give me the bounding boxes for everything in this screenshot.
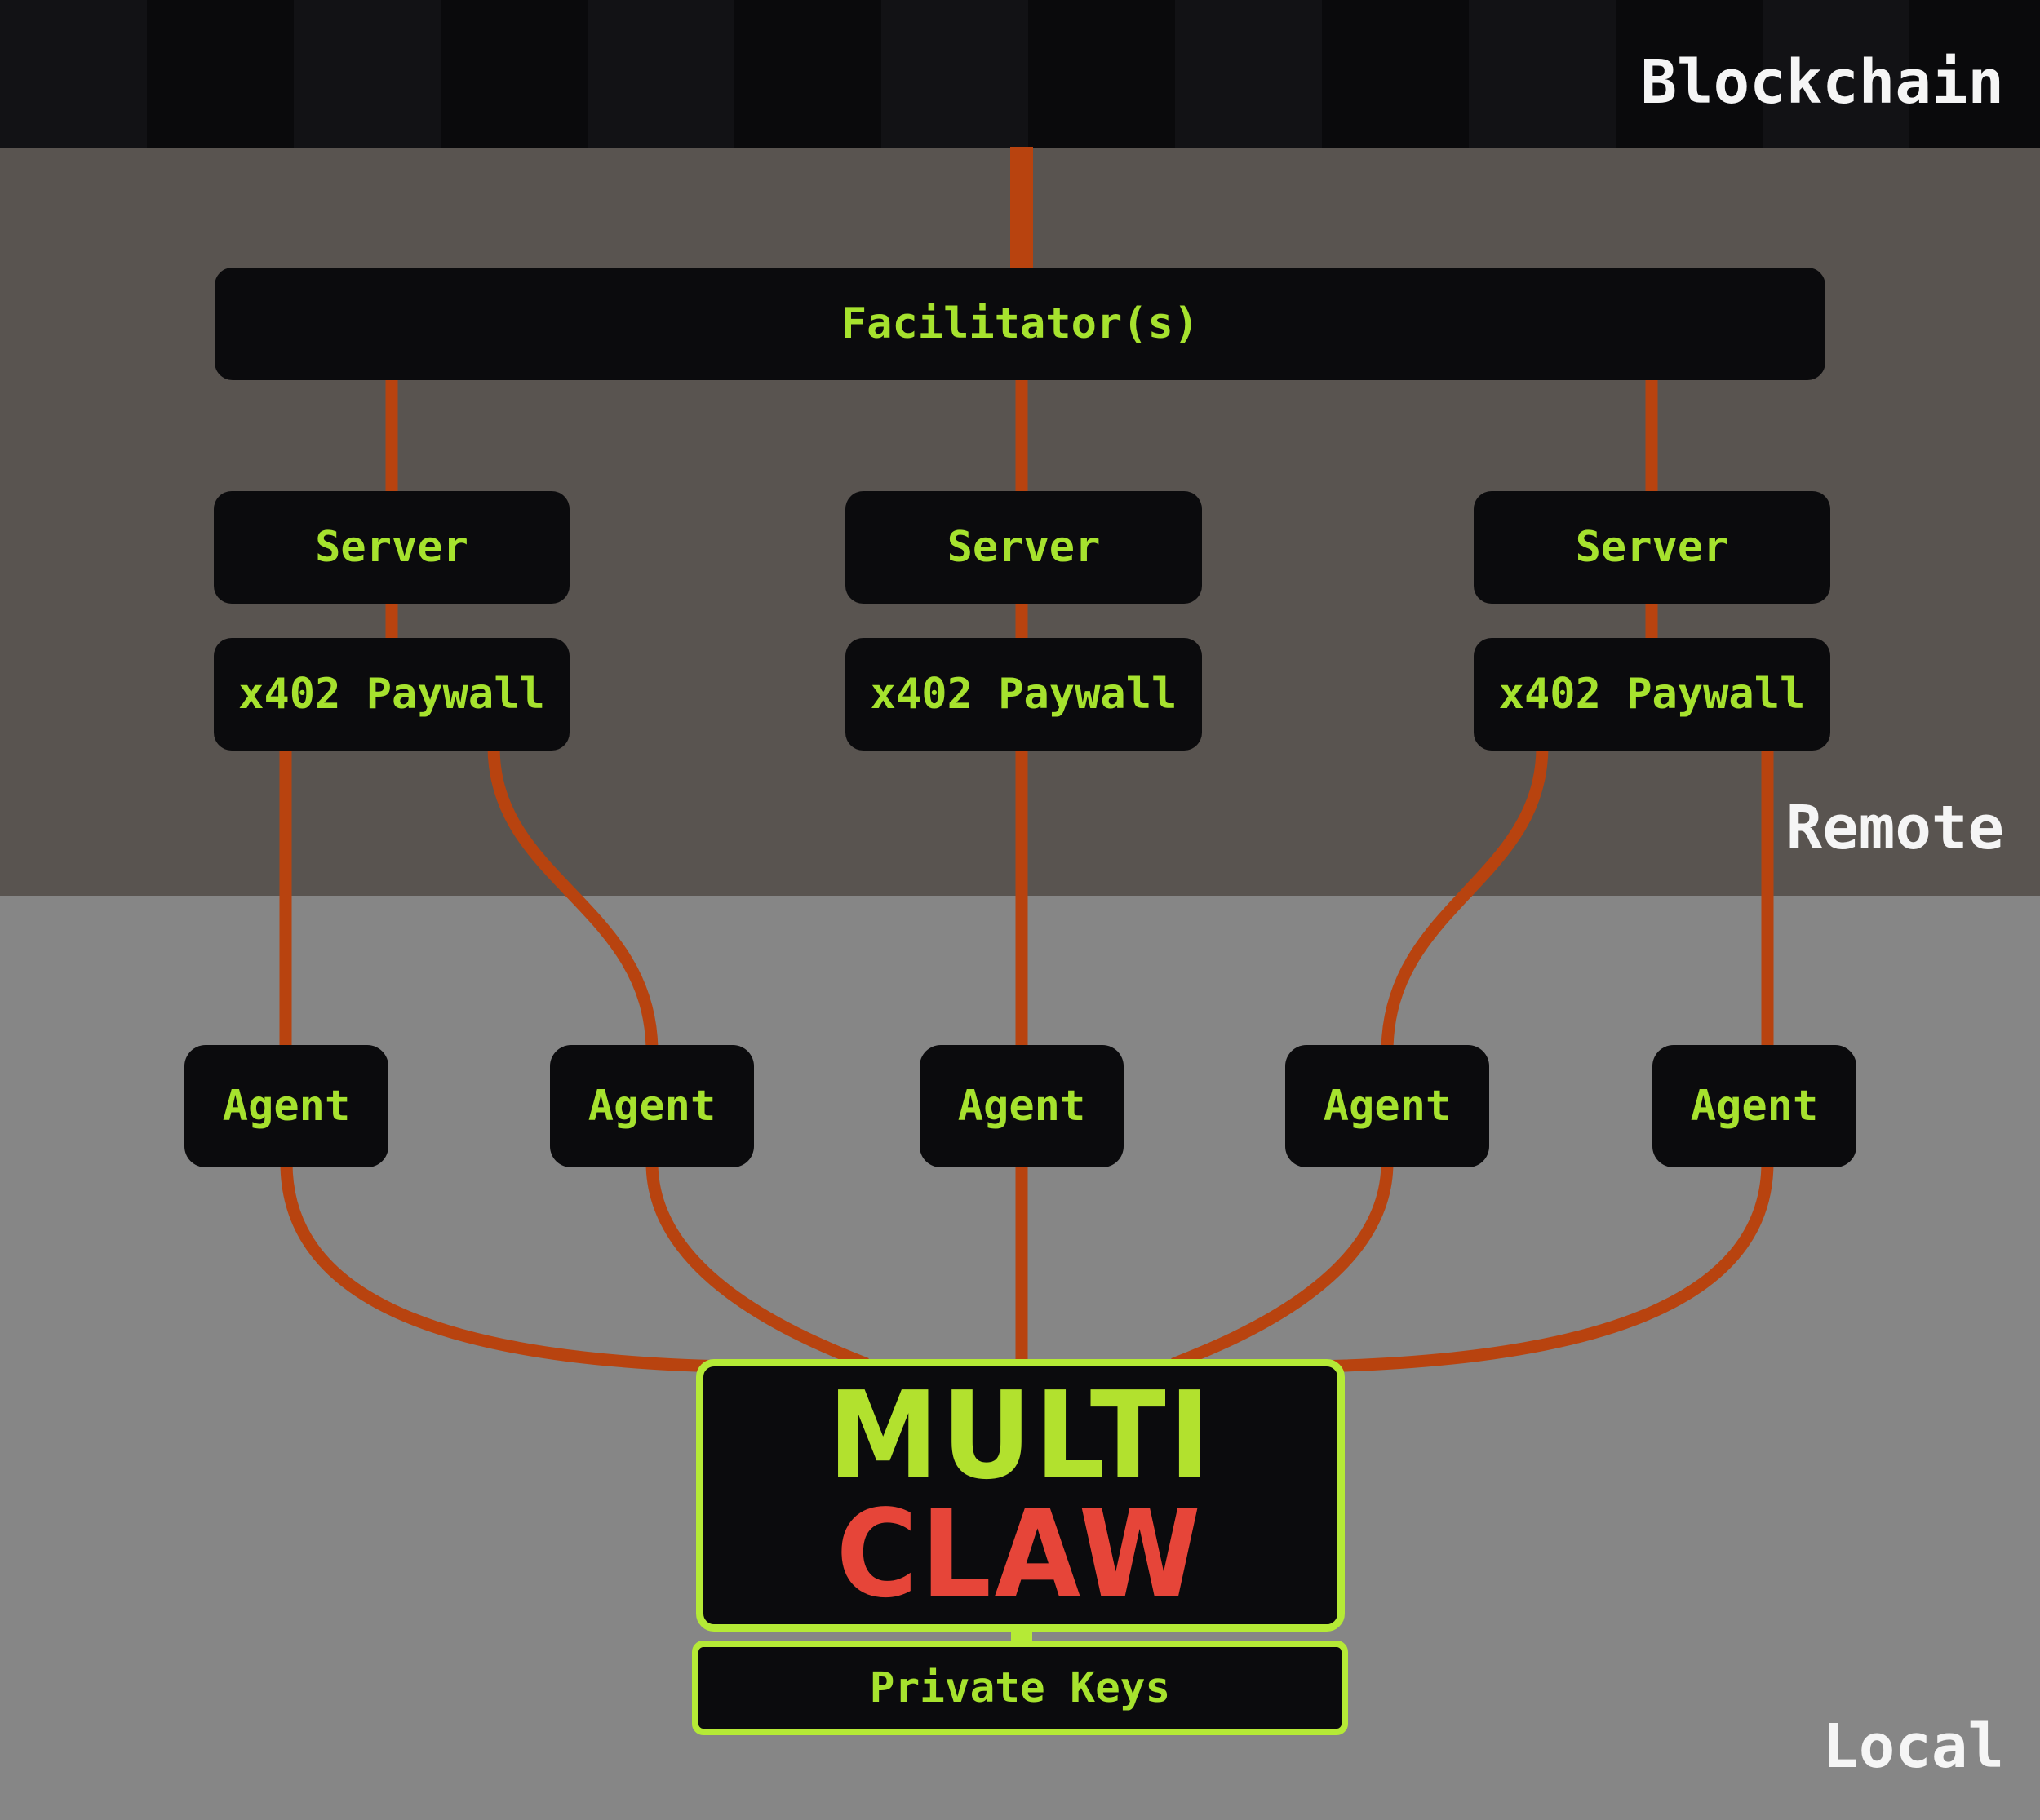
x402-paywall-node-2: x402 Paywall <box>845 638 1202 751</box>
agent-node-5: Agent <box>1652 1045 1856 1167</box>
agent-label: Agent <box>222 1082 351 1131</box>
server-label: Server <box>1575 523 1729 572</box>
agent-label: Agent <box>1690 1082 1819 1131</box>
x402-paywall-node-3: x402 Paywall <box>1474 638 1830 751</box>
wire-agent4-multiclaw <box>1171 1162 1394 1370</box>
server-label: Server <box>947 523 1101 572</box>
remote-band-label: Remote <box>1785 793 2004 863</box>
paywall-label: x402 Paywall <box>1498 670 1806 719</box>
multiclaw-logo-line2: CLAW <box>836 1484 1204 1624</box>
paywall-label: x402 Paywall <box>870 670 1177 719</box>
wire-paywall3-agent4 <box>1381 746 1549 1053</box>
multiclaw-wallet-node: MULTI CLAW <box>696 1359 1345 1632</box>
multiclaw-logo-line1: MULTI <box>827 1365 1213 1506</box>
wire-agent5-multiclaw <box>1315 1162 1774 1373</box>
wire-agent1-multiclaw <box>280 1162 727 1373</box>
agent-label: Agent <box>588 1082 716 1131</box>
server-label: Server <box>315 523 468 572</box>
blockchain-band <box>0 0 2040 148</box>
facilitator-node: Facilitator(s) <box>215 268 1825 380</box>
x402-paywall-node-1: x402 Paywall <box>214 638 570 751</box>
server-node-1: Server <box>214 491 570 604</box>
server-node-3: Server <box>1474 491 1830 604</box>
local-band-label: Local <box>1822 1712 2004 1782</box>
blockchain-band-label: Blockchain <box>1640 47 2004 117</box>
agent-node-1: Agent <box>184 1045 388 1167</box>
private-keys-node: Private Keys <box>692 1641 1348 1735</box>
wire-agent2-multiclaw <box>645 1162 869 1370</box>
agent-node-3: Agent <box>920 1045 1124 1167</box>
agent-label: Agent <box>1323 1082 1452 1131</box>
agent-label: Agent <box>957 1082 1086 1131</box>
facilitator-label: Facilitator(s) <box>840 299 1200 348</box>
wire-paywall1-agent2 <box>487 746 659 1053</box>
private-keys-label: Private Keys <box>869 1663 1171 1712</box>
paywall-label: x402 Paywall <box>238 670 545 719</box>
agent-node-2: Agent <box>550 1045 754 1167</box>
server-node-2: Server <box>845 491 1202 604</box>
agent-node-4: Agent <box>1285 1045 1489 1167</box>
